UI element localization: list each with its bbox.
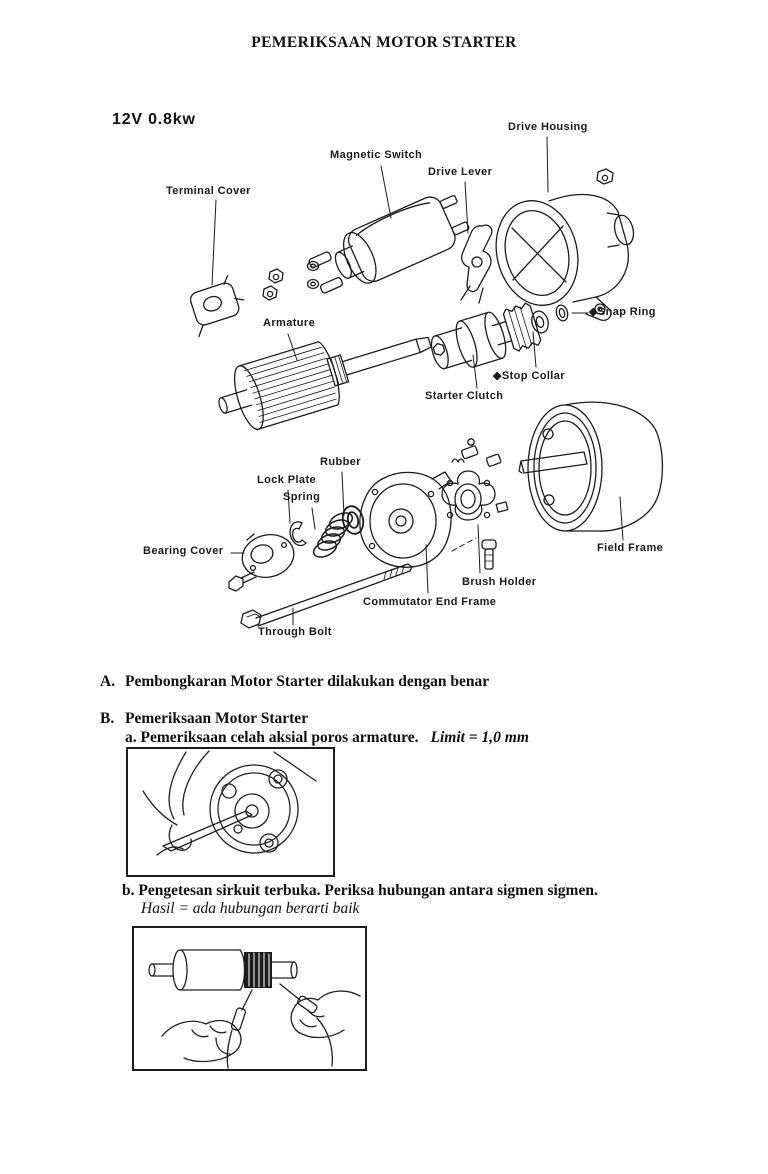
section-a-marker: A. — [100, 673, 116, 690]
stop-collar-part — [531, 310, 549, 334]
axial-play-illustration — [142, 750, 317, 856]
item-a-limit-note: Limit = 1,0 mm — [430, 729, 529, 746]
page-title: PEMERIKSAAN MOTOR STARTER — [251, 34, 517, 51]
section-a-text: Pembongkaran Motor Starter dilakukan den… — [125, 673, 490, 690]
brush-holder-part — [441, 438, 509, 521]
magnetic-switch-part — [308, 194, 470, 294]
item-a-line: a. Pemeriksaan celah aksial poros armatu… — [125, 729, 529, 747]
label-bearing-cover: Bearing Cover — [143, 545, 224, 557]
section-b-marker: B. — [100, 710, 115, 727]
open-circuit-illustration — [148, 949, 361, 1069]
starter-motor-exploded-diagram — [189, 136, 664, 629]
label-field-frame: Field Frame — [597, 542, 664, 554]
through-bolt-part — [240, 563, 413, 629]
armature-part — [218, 336, 432, 430]
label-through-bolt: Through Bolt — [258, 626, 332, 638]
label-rubber: Rubber — [320, 456, 361, 468]
label-terminal-cover: Terminal Cover — [166, 185, 251, 197]
terminal-cover-part — [189, 275, 245, 338]
label-brush-holder: Brush Holder — [462, 576, 537, 588]
item-b-result-note: Hasil = ada hubungan berarti baik — [141, 900, 360, 917]
figure-axial-play-check — [126, 747, 335, 877]
section-b-text: Pemeriksaan Motor Starter — [125, 710, 309, 727]
label-drive-lever: Drive Lever — [428, 166, 493, 178]
item-b-line: b. Pengetesan sirkuit terbuka. Periksa h… — [122, 882, 598, 900]
power-rating-label: 12V 0.8kw — [112, 111, 196, 128]
commutator-end-frame-part — [359, 471, 452, 568]
label-stop-collar: ◆Stop Collar — [493, 370, 565, 382]
label-armature: Armature — [263, 317, 316, 329]
leader-lines — [211, 136, 624, 626]
label-magnetic-switch: Magnetic Switch — [330, 149, 423, 161]
label-starter-clutch: Starter Clutch — [425, 390, 504, 402]
section-a-heading: A. Pembongkaran Motor Starter dilakukan d… — [100, 673, 489, 691]
item-b-text: b. Pengetesan sirkuit terbuka. Periksa h… — [122, 882, 598, 899]
item-a-text: a. Pemeriksaan celah aksial poros armatu… — [125, 729, 419, 746]
rubber-part — [341, 505, 365, 535]
end-frame-bolt-part — [451, 537, 497, 570]
snap-ring-part — [555, 304, 569, 322]
label-spring: Spring — [283, 491, 321, 503]
drive-housing-part — [495, 168, 635, 321]
bearing-cover-part — [228, 533, 295, 592]
label-lock-plate: Lock Plate — [257, 474, 317, 486]
figure-open-circuit-test — [132, 926, 367, 1071]
lock-plate-part — [289, 521, 307, 547]
label-commutator-end-frame: Commutator End Frame — [363, 596, 497, 608]
field-frame-part — [518, 401, 664, 532]
label-drive-housing: Drive Housing — [508, 121, 588, 133]
nuts-washers-part — [262, 260, 320, 301]
drive-lever-part — [460, 224, 493, 304]
starter-clutch-part — [430, 302, 542, 370]
section-b-heading: B. Pemeriksaan Motor Starter — [100, 710, 308, 728]
label-snap-ring: ◆Snap Ring — [589, 306, 656, 318]
